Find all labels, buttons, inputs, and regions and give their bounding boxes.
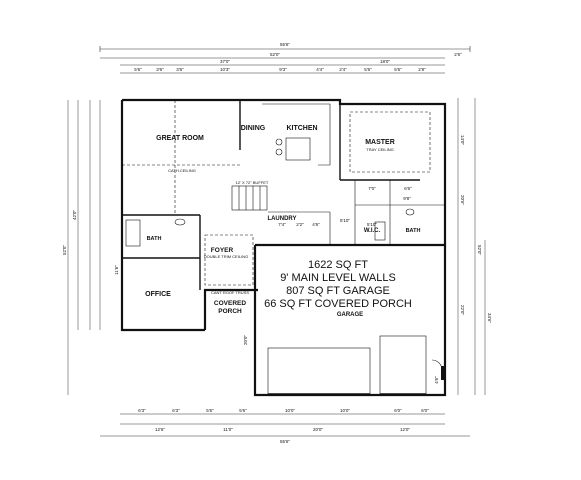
dim-right-outer: 34'6" [487,313,492,323]
dim-left-second: 42'0" [72,210,77,220]
label-office: OFFICE [145,291,171,298]
dim-right-overall: 52'0" [477,245,482,255]
dim-interior-5: 7'4" [278,222,286,227]
summary-porch-area: 66 SQ FT COVERED PORCH [264,298,412,310]
dim-right-seg-1: 14'0" [460,135,465,145]
bottom-dimensions: 6'3" 6'3" 5'6" 5'6" 10'0" 10'0" 6'0" 6'0… [100,408,470,444]
dim-interior-8: 4'6" [312,222,320,227]
interior-walls [122,100,445,290]
dim-top-seg-5: 9'3" [279,67,287,72]
dim-top-right-end: 2'6" [454,52,462,57]
dim-top-overall: 55'6" [280,42,290,47]
top-dimensions: 55'6" 52'0" 2'6" 37'0" 18'0" 5'6" 3'6" 3… [99,42,471,74]
dim-top-seg-9: 5'6" [394,67,402,72]
dim-top-left: 37'0" [220,59,230,64]
dim-bottom-seg-2: 6'3" [172,408,180,413]
label-foyer: FOYER [211,247,234,254]
label-covered-porch-1: COVERED [214,300,246,307]
label-buffet: 12' X 72" BUFFET [236,180,269,185]
dim-bottom-mid-2: 11'0" [223,427,233,432]
dim-top-second: 52'0" [270,52,280,57]
dim-top-seg-1: 5'6" [134,67,142,72]
dim-top-seg-2: 3'6" [156,67,164,72]
label-bath-master: BATH [406,228,421,234]
dim-top-seg-6: 4'4" [316,67,324,72]
dim-interior-3: 6'6" [404,186,412,191]
label-master-ceiling: TRAY CEILING [366,147,393,152]
label-kitchen: KITCHEN [286,125,317,132]
dim-interior-1: 7'0" [368,186,376,191]
dim-top-seg-3: 3'6" [176,67,184,72]
dim-interior-4: 9'8" [403,196,411,201]
label-wic: W.I.C. [364,228,381,234]
dim-top-seg-10: 2'8" [418,67,426,72]
area-summary: 1622 SQ FT 9' MAIN LEVEL WALLS 807 SQ FT… [264,259,412,310]
dim-bottom-overall: 55'6" [280,439,290,444]
dim-interior-7: 2'2" [296,222,304,227]
dim-bottom-seg-4: 5'6" [239,408,247,413]
dim-bottom-mid-1: 12'6" [155,427,165,432]
garage-doors [267,335,444,395]
dim-interior-9: 20'0" [243,335,248,345]
dim-top-seg-7: 2'4" [339,67,347,72]
interior-dimensions: 7'0" 5'10" 6'6" 9'8" 7'4" 5'10" 2'2" 4'6… [114,186,439,384]
dim-interior-10: 11'6" [114,265,119,275]
label-covered-porch-2: PORCH [218,308,242,315]
dim-interior-6: 5'10" [340,218,350,223]
dim-bottom-seg-7: 6'0" [394,408,402,413]
dim-bottom-seg-6: 10'0" [340,408,350,413]
dim-interior-11: 4'6" [434,376,439,384]
summary-garage-area: 807 SQ FT GARAGE [286,285,390,297]
dim-top-seg-8: 5'6" [364,67,372,72]
label-bath: BATH [147,236,162,242]
label-dining: DINING [241,125,266,132]
dim-top-right: 18'0" [380,59,390,64]
dim-top-seg-4: 10'3" [220,67,230,72]
label-garage: GARAGE [337,312,363,318]
dim-bottom-mid-4: 12'0" [400,427,410,432]
label-foyer-ceiling: DOUBLE TRIM CEILING [204,254,248,259]
label-master: MASTER [365,139,395,146]
dim-bottom-seg-5: 10'0" [285,408,295,413]
dim-bottom-seg-8: 6'0" [421,408,429,413]
summary-living-area: 1622 SQ FT [308,259,368,271]
label-laundry: LAUNDRY [267,216,296,222]
room-labels: GREAT ROOM CATH.CEILING DINING KITCHEN M… [145,125,420,318]
dim-right-seg-2: 20'6" [460,195,465,205]
label-cant-roof: CANT ROOF TRUSS [211,290,249,295]
label-great-room: GREAT ROOM [156,135,204,142]
dim-interior-2: 5'10" [367,222,377,227]
exterior-walls [120,98,447,397]
summary-wall-height: 9' MAIN LEVEL WALLS [280,272,396,284]
label-great-room-ceiling: CATH.CEILING [168,168,196,173]
left-dimensions: 52'0" 42'0" [62,100,101,395]
right-dimensions: 52'0" 14'0" 20'6" 22'0" 34'6" [457,98,492,395]
dim-left-overall: 52'0" [62,245,67,255]
dim-bottom-seg-1: 6'3" [138,408,146,413]
dim-right-seg-3: 22'0" [460,305,465,315]
dim-bottom-seg-3: 5'6" [206,408,214,413]
dim-bottom-mid-3: 20'0" [313,427,323,432]
